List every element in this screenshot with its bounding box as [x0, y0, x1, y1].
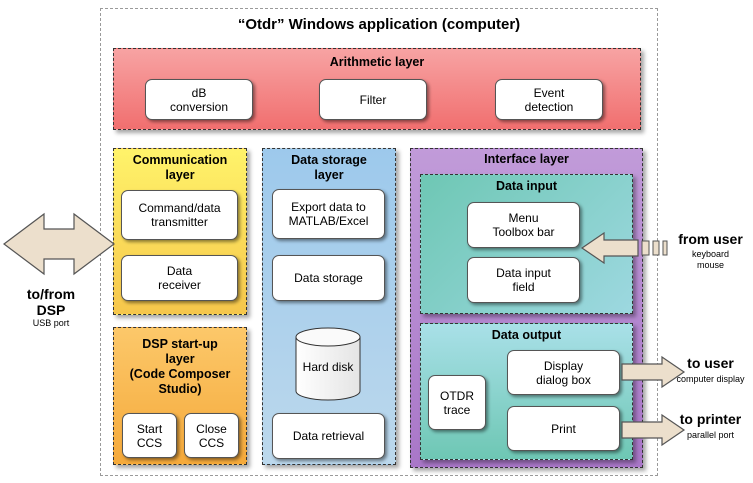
computer-display-label: computer display [676, 374, 745, 384]
to-printer-arrow [621, 413, 686, 447]
parallel-port-label: parallel port [686, 430, 735, 440]
print-box: Print [507, 406, 620, 451]
dsp-startup-layer-title: DSP start-up layer (Code Composer Studio… [129, 337, 231, 396]
input-devices-label: keyboard mouse [691, 249, 730, 270]
data-output-title: Data output [491, 328, 562, 342]
hard-disk-icon [295, 327, 361, 401]
close-ccs-box: Close CCS [184, 413, 239, 458]
data-input-field-box: Data input field [467, 257, 580, 303]
data-receiver-box: Data receiver [121, 255, 238, 301]
dsp-label: to/from DSP [26, 286, 76, 318]
export-data-box: Export data to MATLAB/Excel [272, 189, 385, 239]
command-data-transmitter-box: Command/data transmitter [121, 190, 238, 240]
display-dialog-box: Display dialog box [507, 350, 620, 395]
hard-disk-label: Hard disk [302, 360, 354, 374]
to-user-arrow [621, 355, 686, 389]
interface-layer-title: Interface layer [484, 152, 569, 166]
communication-layer-title: Communication layer [132, 153, 228, 182]
from-user-arrow [580, 231, 639, 265]
diagram-title: “Otdr” Windows application (computer) [237, 16, 521, 33]
data-storage-box: Data storage [272, 255, 385, 301]
event-detection-box: Event detection [495, 79, 603, 120]
usb-port-label: USB port [32, 318, 70, 328]
dsp-double-arrow [3, 212, 115, 276]
from-user-label-group: from user keyboard mouse [668, 231, 753, 271]
to-printer-label: to printer [679, 411, 742, 427]
filter-box: Filter [319, 79, 427, 120]
to-user-label: to user [687, 355, 734, 371]
to-printer-label-group: to printer parallel port [668, 411, 753, 441]
start-ccs-box: Start CCS [122, 413, 177, 458]
db-conversion-box: dB conversion [145, 79, 253, 120]
data-storage-layer-title: Data storage layer [291, 153, 367, 182]
data-retrieval-box: Data retrieval [272, 413, 385, 459]
menu-toolbox-box: Menu Toolbox bar [467, 202, 580, 248]
dsp-label-group: to/from DSP USB port [6, 286, 96, 329]
data-input-title: Data input [495, 179, 558, 193]
to-user-label-group: to user computer display [668, 355, 753, 385]
from-user-label: from user [678, 231, 743, 247]
arithmetic-layer-title: Arithmetic layer [329, 55, 425, 69]
otdr-trace-box: OTDR trace [428, 375, 486, 430]
